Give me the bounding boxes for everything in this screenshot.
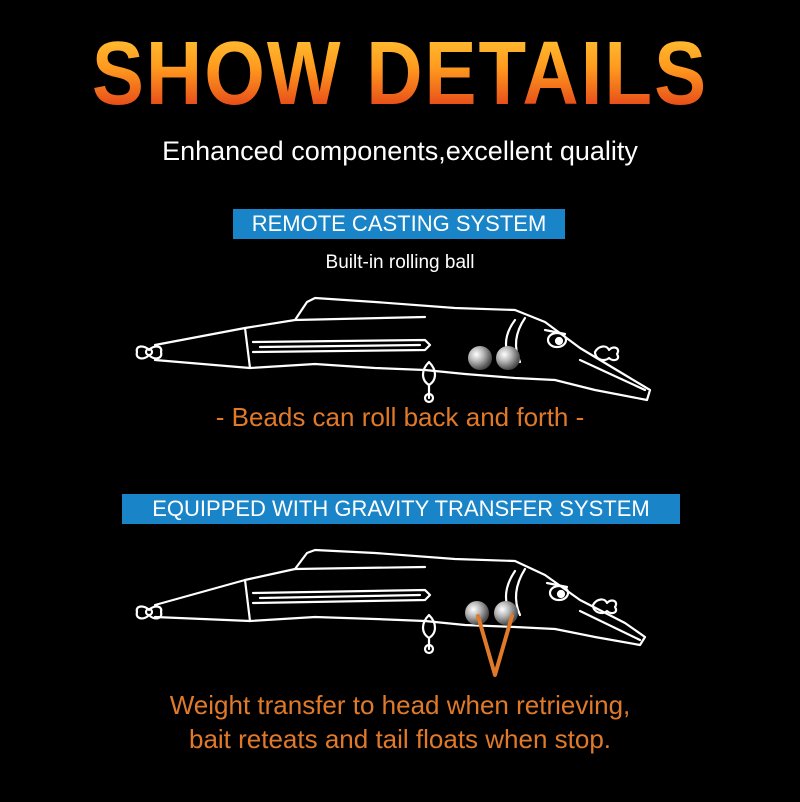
belly-eyelet-icon bbox=[421, 613, 437, 655]
rolling-ball-note: Built-in rolling ball bbox=[325, 252, 475, 273]
nose-eyelet-icon bbox=[593, 345, 620, 362]
tail-eyelet-icon bbox=[135, 345, 163, 360]
lure-illustration-gravity-transfer bbox=[135, 548, 647, 655]
rolling-ball-icon bbox=[465, 601, 489, 625]
nose-eyelet-icon bbox=[591, 598, 618, 615]
belly-eyelet-icon bbox=[421, 360, 437, 404]
weight-transfer-arrow-icon bbox=[476, 614, 514, 677]
gravity-caption-line2: bait reteats and tail floats when stop. bbox=[188, 724, 612, 754]
rolling-ball-icon bbox=[496, 346, 520, 370]
gravity-caption-line1: Weight transfer to head when retrieving, bbox=[169, 690, 631, 720]
rolling-ball-icon bbox=[468, 346, 492, 370]
gravity-transfer-badge: EQUIPPED WITH GRAVITY TRANSFER SYSTEM bbox=[122, 494, 680, 524]
lure-illustration-rolling-ball bbox=[135, 296, 652, 404]
page-title: SHOW DETAILS bbox=[0, 21, 800, 125]
subtitle: Enhanced components,excellent quality bbox=[162, 136, 638, 166]
beads-caption: - Beads can roll back and forth - bbox=[215, 402, 585, 432]
remote-casting-badge: REMOTE CASTING SYSTEM bbox=[233, 209, 565, 239]
tail-eyelet-icon bbox=[135, 605, 163, 620]
